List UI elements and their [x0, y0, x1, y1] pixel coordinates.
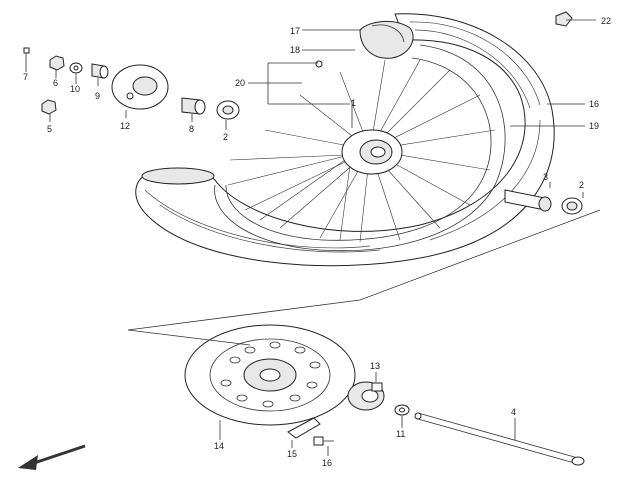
part-label: 2: [223, 132, 228, 142]
nut-5: [41, 99, 57, 115]
part-label: 16: [322, 458, 332, 468]
part-label: 11: [396, 429, 405, 439]
part-label: 9: [95, 91, 100, 101]
part-label: 14: [214, 441, 224, 451]
axle: [414, 412, 585, 466]
bolt-7: [23, 47, 30, 66]
part-labels: 17 18 20 1 22 16 19 7 6 10 9 5 12 8 2 3 …: [23, 16, 611, 468]
arrow-icon: [18, 444, 86, 470]
gearbox: [347, 381, 385, 411]
assembly-lines: [127, 209, 601, 346]
part-label: 4: [511, 407, 516, 417]
part-label: 16: [589, 99, 599, 109]
part-label: 17: [290, 26, 300, 36]
lock-washer: [287, 417, 321, 439]
part-label: 15: [287, 449, 297, 459]
part-label: 22: [601, 16, 611, 26]
part-label: 19: [589, 121, 599, 131]
rim: [214, 44, 506, 252]
spacer-8: [181, 97, 206, 115]
washer-10: [69, 62, 83, 74]
spacer-right: [504, 189, 552, 212]
tyre: [135, 13, 555, 267]
part-label: 12: [120, 121, 130, 131]
brake-panel: [111, 64, 169, 110]
part-label: 7: [23, 72, 28, 82]
part-label: 10: [70, 84, 80, 94]
valve-cap: [315, 60, 323, 68]
part-label: 8: [189, 124, 194, 134]
part-label: 20: [235, 78, 245, 88]
nut-6: [49, 55, 65, 71]
washer: [394, 404, 410, 416]
brake-disc: [184, 324, 356, 426]
part-label: 18: [290, 45, 300, 55]
part-label: 5: [47, 124, 52, 134]
clip-22: [555, 11, 573, 27]
part-label: 6: [53, 78, 58, 88]
part-label: 2: [579, 180, 584, 190]
tube-flap: [359, 21, 414, 59]
part-label: 1: [351, 98, 356, 108]
bearing-right: [561, 197, 583, 215]
leader-lines: [25, 19, 596, 456]
bearing-left: [216, 100, 240, 120]
disc-bolt: [313, 436, 334, 446]
collar-9: [91, 63, 109, 79]
part-label: 13: [370, 361, 380, 371]
hub: [341, 129, 403, 175]
part-label: 3: [543, 172, 548, 182]
